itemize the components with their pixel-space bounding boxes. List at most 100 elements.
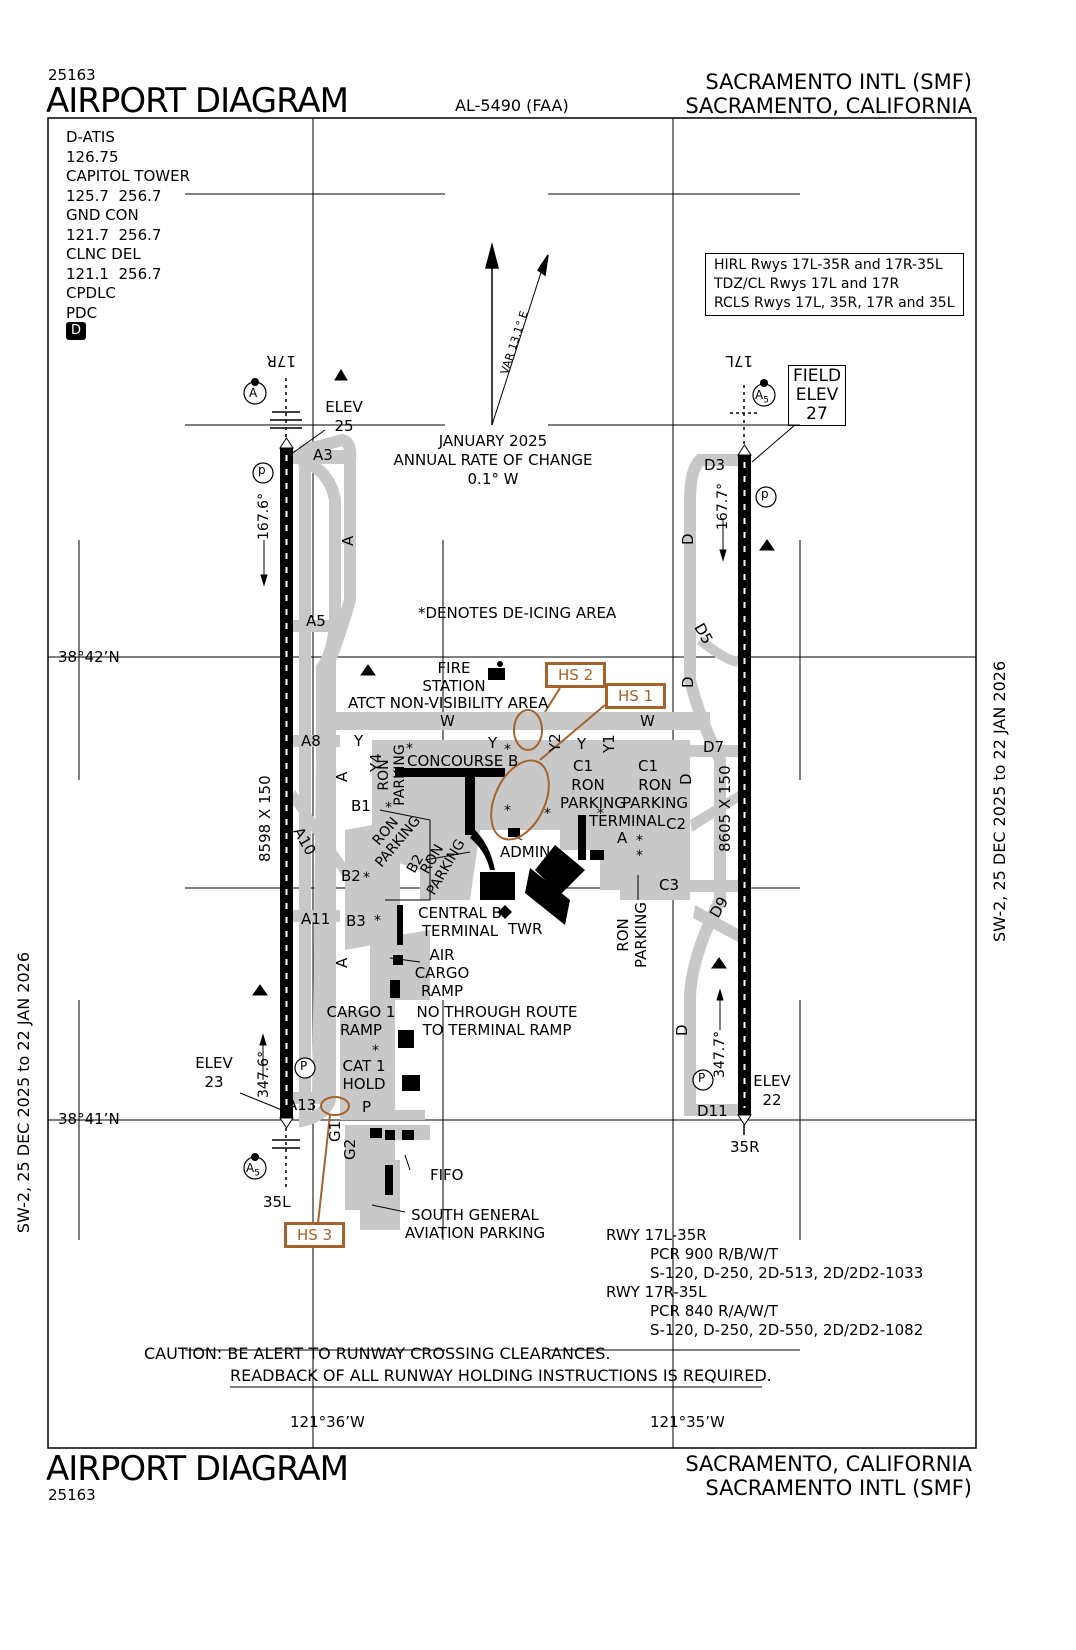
sga-line1: SOUTH GENERAL bbox=[411, 1206, 539, 1224]
magnetic-rate: 0.1° W bbox=[467, 470, 519, 488]
taxiway-c1-right: C1 bbox=[638, 757, 659, 775]
airport-name-top: SACRAMENTO INTL (SMF) bbox=[705, 70, 972, 94]
ron-parking-4: RON PARKING bbox=[560, 776, 626, 812]
runway-17r-elevation: ELEV 25 bbox=[322, 398, 366, 436]
runway-35r-heading: 347.7° bbox=[712, 1030, 728, 1078]
approach-35l-letter: A bbox=[246, 1161, 255, 1175]
taxiway-a-upper: A bbox=[339, 535, 357, 546]
taxiway-a11: A11 bbox=[301, 910, 331, 928]
cat1-line2: HOLD bbox=[342, 1075, 386, 1093]
approach-17l-sub: 5 bbox=[763, 395, 769, 406]
taxiway-y-left: Y bbox=[354, 732, 364, 750]
caution-line1: CAUTION: BE ALERT TO RUNWAY CROSSING CLE… bbox=[144, 1344, 611, 1363]
airport-name-bottom: SACRAMENTO INTL (SMF) bbox=[705, 1476, 972, 1500]
twr-label: TWR bbox=[508, 920, 543, 938]
taxiway-b2: B2 bbox=[341, 867, 361, 885]
deicing-marker: * bbox=[636, 833, 643, 849]
magnetic-date: JANUARY 2025 bbox=[438, 432, 548, 450]
approach-35l-symbol: A5 bbox=[246, 1161, 260, 1178]
no-through-route-label: NO THROUGH ROUTE TO TERMINAL RAMP bbox=[412, 1003, 582, 1039]
deicing-marker: * bbox=[406, 741, 413, 757]
approach-17r-symbol: A bbox=[249, 386, 258, 400]
terminal-a-label: TERMINAL bbox=[589, 812, 665, 830]
rwy1-weights: S-120, D-250, 2D-513, 2D/2D2-1033 bbox=[650, 1264, 924, 1282]
longitude-left: 121°36’W bbox=[290, 1413, 365, 1431]
ron-parking-4-line2: PARKING bbox=[560, 794, 626, 812]
elev-label-35r: ELEV bbox=[753, 1072, 791, 1090]
taxiway-y2: Y2 bbox=[546, 733, 564, 752]
runway-35l-heading: 347.6° bbox=[256, 1050, 272, 1098]
caution-line2: READBACK OF ALL RUNWAY HOLDING INSTRUCTI… bbox=[230, 1366, 772, 1385]
concourse-b-label: CONCOURSE B bbox=[407, 752, 519, 770]
taxiway-c1-left: C1 bbox=[573, 757, 594, 775]
magnetic-rate-label: ANNUAL RATE OF CHANGE bbox=[393, 451, 593, 469]
deicing-marker: * bbox=[597, 806, 604, 822]
taxiway-g2: G2 bbox=[341, 1138, 359, 1160]
deicing-marker: * bbox=[636, 848, 643, 864]
p-circle-right: P bbox=[698, 1071, 706, 1085]
sga-line2: AVIATION PARKING bbox=[404, 1224, 546, 1242]
elev-value-35l: 23 bbox=[204, 1073, 224, 1091]
cargo-1-ramp-label: CARGO 1 RAMP bbox=[326, 1003, 396, 1039]
lighting-legend: HIRL Rwys 17L-35R and 17R-35L TDZ/CL Rwy… bbox=[705, 253, 964, 316]
runway-right-dimensions: 8605 X 150 bbox=[716, 765, 734, 852]
taxiway-b1: B1 bbox=[351, 797, 371, 815]
runway-35l-label: 35L bbox=[263, 1193, 291, 1211]
location-top: SACRAMENTO, CALIFORNIA bbox=[685, 94, 972, 118]
chart-number-top: 25163 bbox=[48, 66, 96, 84]
no-through-line1: NO THROUGH ROUTE bbox=[416, 1003, 578, 1021]
runway-35r-label: 35R bbox=[730, 1138, 760, 1156]
central-b-terminal-label: CENTRAL B TERMINAL bbox=[412, 904, 508, 940]
ron-parking-4-line1: RON bbox=[571, 776, 605, 794]
ron-parking-6-line1: RON bbox=[614, 918, 632, 952]
taxiway-a8: A8 bbox=[301, 732, 321, 750]
central-b-line1: CENTRAL B bbox=[418, 904, 502, 922]
fire-station-line2: STATION bbox=[422, 677, 486, 695]
hot-spot-hs1: HS 1 bbox=[605, 683, 667, 709]
taxiway-a-mid: A bbox=[333, 771, 351, 782]
latitude-bottom: 38°41’N bbox=[58, 1110, 120, 1128]
taxiway-a-lower: A bbox=[333, 957, 351, 968]
taxiway-d3: D3 bbox=[704, 456, 726, 474]
approach-lights bbox=[270, 378, 758, 1190]
air-cargo-line3: RAMP bbox=[420, 982, 464, 1000]
terminal-a-letter: A bbox=[617, 829, 628, 847]
rwy1-title: RWY 17L-35R bbox=[606, 1226, 707, 1244]
d-circle-left: d bbox=[258, 464, 266, 478]
elev-value-35r: 22 bbox=[762, 1091, 782, 1109]
latitude-top: 38°42’N bbox=[58, 648, 120, 666]
chart-number-bottom: 25163 bbox=[48, 1486, 96, 1504]
rwy1-pcr: PCR 900 R/B/W/T bbox=[650, 1245, 778, 1263]
taxiway-y1: Y1 bbox=[600, 734, 618, 753]
lighting-symbols bbox=[252, 369, 775, 996]
field-elev-line2: ELEV bbox=[795, 385, 839, 405]
rwy2-title: RWY 17R-35L bbox=[606, 1283, 707, 1301]
taxiway-d-mid: D bbox=[679, 676, 697, 688]
runway-17l-35r bbox=[737, 444, 752, 1126]
field-elevation-box: FIELD ELEV 27 bbox=[788, 365, 846, 426]
atct-non-visibility-label: ATCT NON-VISIBILITY AREA bbox=[348, 694, 549, 712]
taxiway-d-upper: D bbox=[679, 533, 697, 545]
hot-spot-hs2: HS 2 bbox=[545, 662, 607, 688]
deicing-marker: * bbox=[374, 913, 381, 929]
location-bottom: SACRAMENTO, CALIFORNIA bbox=[685, 1452, 972, 1476]
taxiway-p: P bbox=[362, 1098, 372, 1116]
deicing-marker: * bbox=[372, 1043, 379, 1059]
taxiway-d11: D11 bbox=[697, 1102, 728, 1120]
runway-17r-label: 17R bbox=[266, 352, 296, 370]
rwy2-pcr: PCR 840 R/A/W/T bbox=[650, 1302, 778, 1320]
buildings bbox=[370, 668, 604, 1195]
chart-reference: AL-5490 (FAA) bbox=[455, 96, 569, 115]
ron-parking-6: RON PARKING bbox=[614, 900, 650, 970]
runway-17r-heading: 167.6° bbox=[256, 492, 272, 540]
taxiway-b3: B3 bbox=[346, 912, 366, 930]
air-cargo-line1: AIR bbox=[429, 946, 455, 964]
deicing-marker: * bbox=[544, 806, 551, 822]
fire-station-label: FIRE STATION bbox=[414, 659, 494, 695]
south-ga-parking-label: SOUTH GENERAL AVIATION PARKING bbox=[400, 1206, 550, 1242]
taxiway-d-lower: D bbox=[673, 1024, 691, 1036]
terminal-a-word: TERMINAL bbox=[589, 812, 666, 830]
deicing-note: *DENOTES DE-ICING AREA bbox=[418, 604, 617, 622]
deicing-marker: * bbox=[504, 803, 511, 819]
taxiway-y-right: Y bbox=[577, 735, 587, 753]
